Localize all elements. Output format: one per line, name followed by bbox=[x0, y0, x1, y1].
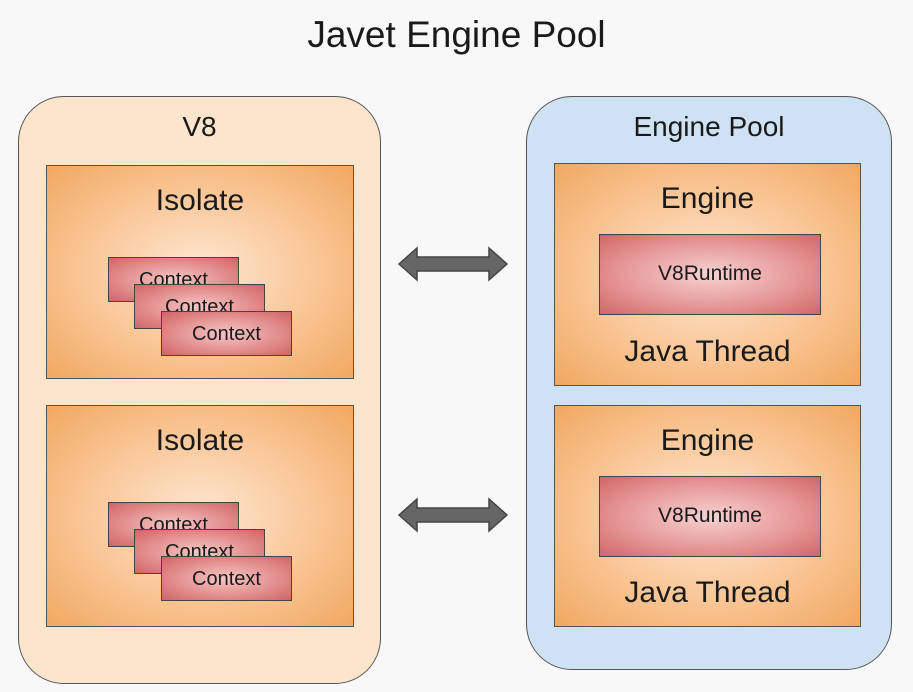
double-arrow-icon bbox=[397, 497, 509, 533]
engine-pool-group: Engine Pool Engine V8Runtime Java Thread… bbox=[526, 96, 892, 670]
engine-label: Engine bbox=[660, 424, 755, 457]
context-box: Context bbox=[161, 556, 292, 601]
engine-label: Engine bbox=[660, 182, 755, 215]
double-arrow-icon bbox=[397, 246, 509, 282]
isolate-box-2: Isolate Context Context Context bbox=[46, 405, 354, 627]
context-box: Context bbox=[161, 311, 292, 356]
isolate-label: Isolate bbox=[155, 424, 245, 457]
v8-group: V8 Isolate Context Context Context Isola… bbox=[18, 96, 381, 684]
engine-pool-group-label: Engine Pool bbox=[633, 111, 785, 142]
v8-group-label: V8 bbox=[182, 111, 217, 142]
isolate-box-1: Isolate Context Context Context bbox=[46, 165, 354, 379]
java-thread-label: Java Thread bbox=[624, 576, 791, 609]
java-thread-label: Java Thread bbox=[624, 335, 791, 368]
v8runtime-box: V8Runtime bbox=[599, 476, 821, 557]
diagram-title: Javet Engine Pool bbox=[307, 14, 606, 55]
isolate-label: Isolate bbox=[155, 184, 245, 217]
engine-box-1: Engine V8Runtime Java Thread bbox=[554, 163, 861, 386]
engine-box-2: Engine V8Runtime Java Thread bbox=[554, 405, 861, 627]
v8runtime-box: V8Runtime bbox=[599, 234, 821, 315]
